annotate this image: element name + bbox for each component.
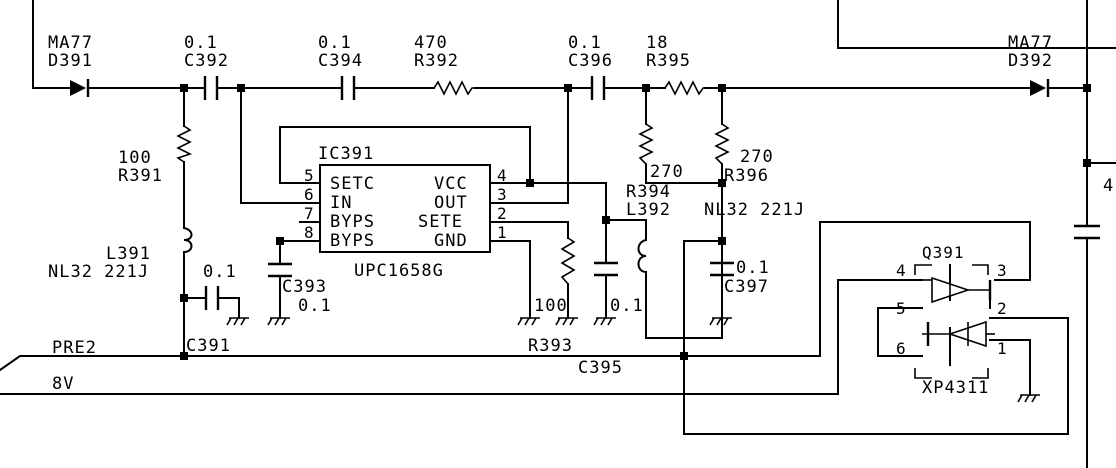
ic391-pin2-name: SETE (418, 212, 463, 232)
ic391-pin5-num: 5 (304, 166, 315, 185)
r391-value: 100 (118, 148, 152, 168)
ic391-pin8-name: BYPS (330, 231, 375, 251)
l392-ref: L392 (626, 200, 671, 220)
r396-ref: R396 (724, 166, 769, 186)
resistor-r391 (176, 125, 193, 163)
c393-ref: C393 (282, 277, 327, 297)
resistor-r392 (433, 80, 475, 96)
inductor-l392 (637, 239, 647, 273)
capacitor-c394 (340, 76, 356, 100)
capacitor-c393 (268, 262, 292, 278)
ic391-pin4-name: VCC (434, 174, 468, 194)
c397-ref: C397 (724, 277, 769, 297)
r395-value: 18 (646, 33, 668, 53)
diode-d392 (1030, 79, 1050, 97)
ic391-pin1-num: 1 (497, 223, 508, 242)
r392-ref: R392 (414, 51, 459, 71)
right-cap-value: 4 (1103, 176, 1114, 196)
ic391-pin3-num: 3 (497, 185, 508, 204)
c396-value: 0.1 (568, 33, 602, 53)
c394-value: 0.1 (318, 33, 352, 53)
r393-value: 100 (534, 296, 568, 316)
r395-ref: R395 (646, 51, 691, 71)
c395-value: 0.1 (610, 296, 644, 316)
capacitor-right (1074, 224, 1100, 240)
capacitor-c395 (594, 261, 618, 277)
ic391-pin6-num: 6 (304, 185, 315, 204)
resistor-r396 (714, 123, 730, 165)
ic391-pin4-num: 4 (497, 166, 508, 185)
diode-d391 (70, 79, 90, 97)
c392-ref: C392 (184, 51, 229, 71)
c397-value: 0.1 (736, 258, 770, 278)
q391-pin-1: 1 (997, 339, 1008, 358)
resistor-r395 (664, 80, 705, 96)
d391-ref: D391 (48, 51, 93, 71)
q391-pin-6: 6 (896, 339, 907, 358)
resistor-r394 (638, 123, 654, 165)
c391-ref: C391 (186, 336, 231, 356)
transistor-q391: Q391 4 3 5 2 6 1 XP4311 (896, 243, 1008, 398)
ic391-pin7-num: 7 (304, 204, 315, 223)
c396-ref: C396 (568, 51, 613, 71)
resistor-r393 (560, 237, 576, 285)
c392-value: 0.1 (184, 33, 218, 53)
ic391: IC391 UPC1658G 5 6 7 8 SETC IN BYPS BYPS… (300, 144, 508, 281)
ic391-pin8-num: 8 (304, 223, 315, 242)
capacitor-c397 (710, 261, 734, 277)
c391-value: 0.1 (203, 262, 237, 282)
q391-pin-4: 4 (896, 261, 907, 280)
net-8v: 8V (52, 374, 74, 394)
r394-value: 270 (650, 162, 684, 182)
ic391-pin2-num: 2 (497, 204, 508, 223)
q391-pin-3: 3 (997, 261, 1008, 280)
r391-ref: R391 (118, 166, 163, 186)
q391-ref: Q391 (922, 243, 965, 262)
capacitor-c396 (590, 76, 606, 100)
inductor-l391 (183, 227, 193, 253)
ic391-pin3-name: OUT (434, 193, 468, 213)
c394-ref: C394 (318, 51, 363, 71)
q391-pin-2: 2 (997, 299, 1008, 318)
ic391-ref: IC391 (318, 144, 374, 164)
r392-value: 470 (414, 33, 448, 53)
l391-part: NL32 221J (48, 262, 149, 282)
c395-ref: C395 (578, 358, 623, 378)
l392-part: NL32 221J (704, 200, 805, 220)
ic391-pin6-name: IN (330, 193, 352, 213)
net-pre2: PRE2 (52, 338, 97, 358)
ic391-part: UPC1658G (354, 261, 444, 281)
junctions (180, 84, 1091, 360)
capacitor-c391 (204, 286, 220, 310)
d391-part: MA77 (48, 33, 93, 53)
r393-ref: R393 (528, 336, 573, 356)
c393-value: 0.1 (298, 296, 332, 316)
q391-part: XP4311 (922, 378, 989, 398)
ic391-pin5-name: SETC (330, 174, 375, 194)
d392-ref: D392 (1008, 51, 1053, 71)
capacitor-c392 (203, 76, 219, 100)
l391-ref: L391 (106, 244, 151, 264)
component-labels: MA77 D391 0.1 C392 0.1 C394 470 R392 0.1… (48, 33, 1114, 394)
ic391-pin7-name: BYPS (330, 212, 375, 232)
q391-pin-5: 5 (896, 299, 907, 318)
ic391-pin1-name: GND (434, 231, 468, 251)
r396-value: 270 (740, 147, 774, 167)
r394-ref: R394 (626, 182, 671, 202)
ground-symbols (226, 317, 1040, 403)
d392-part: MA77 (1008, 33, 1053, 53)
